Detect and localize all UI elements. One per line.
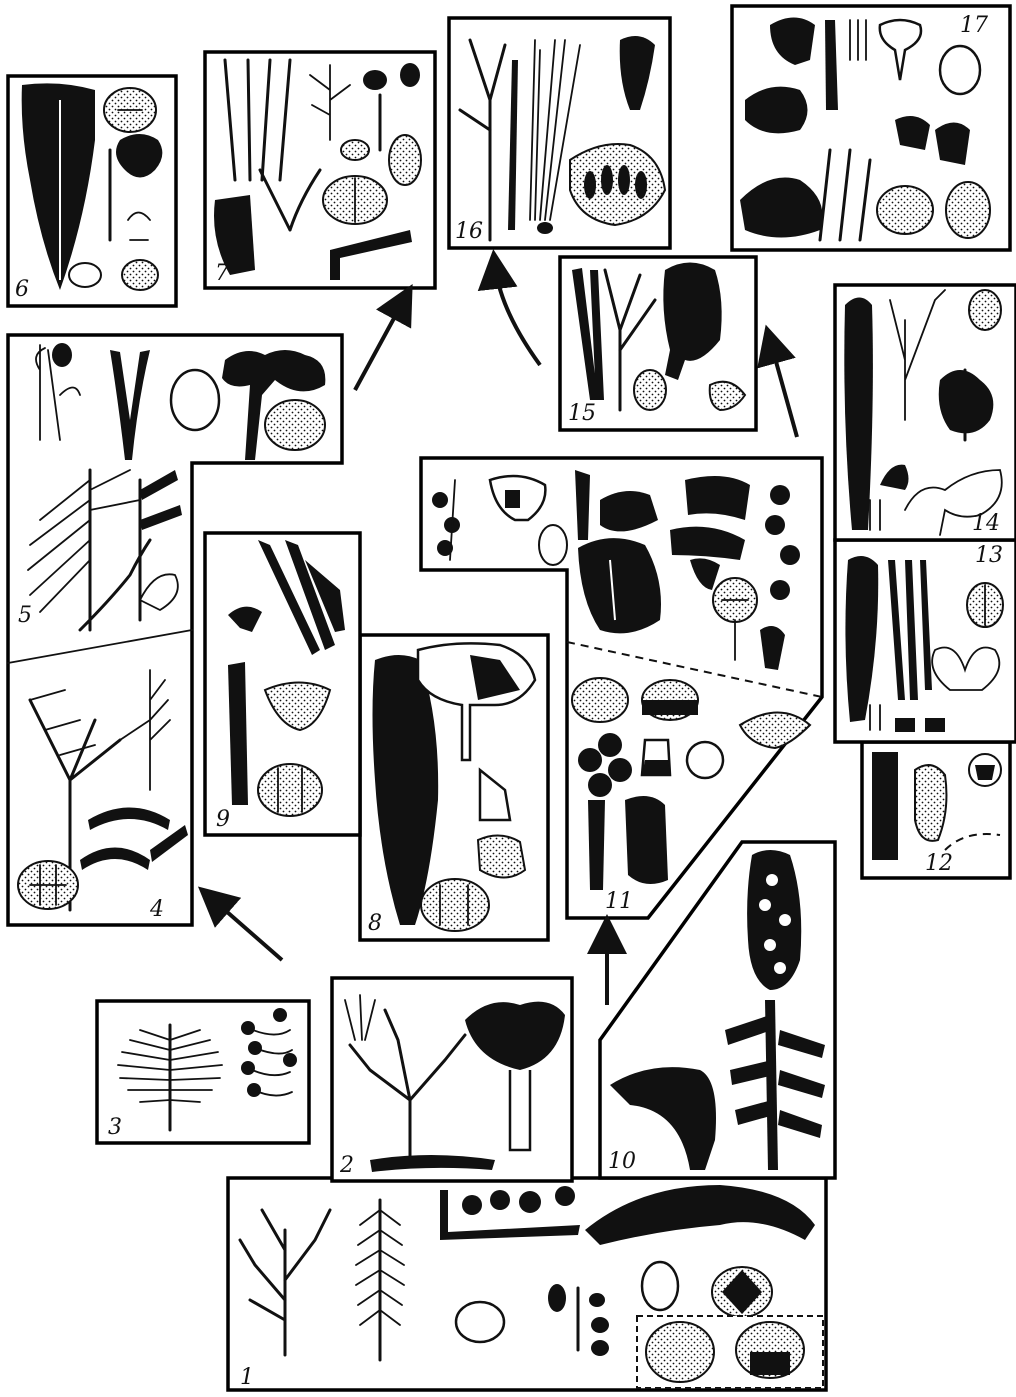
- panel-label: 8: [368, 911, 382, 936]
- arrow-3-to-4: [210, 897, 282, 960]
- panel-label: 4: [149, 897, 164, 922]
- panel-label: 17: [960, 13, 988, 38]
- panel-8: 8: [360, 635, 548, 940]
- panel-12: 12: [862, 742, 1010, 878]
- panel-3: 3: [97, 1001, 309, 1143]
- panel-label: 14: [972, 511, 1000, 536]
- panel-label: 1: [240, 1365, 254, 1390]
- panel-13: 13: [835, 540, 1016, 742]
- panel-label: 2: [339, 1153, 354, 1178]
- panel-1: 1: [228, 1178, 826, 1390]
- panel-label: 13: [975, 543, 1003, 568]
- panel-9: 9: [205, 533, 360, 835]
- panel-label: 7: [215, 261, 229, 286]
- panel-label: 15: [568, 401, 596, 426]
- panel-16: 16: [449, 18, 670, 248]
- panel-label: 16: [455, 219, 483, 244]
- panel-7: 7: [205, 52, 435, 288]
- panel-14: 14: [835, 285, 1016, 540]
- panel-label: 6: [15, 277, 29, 302]
- panel-label: 11: [605, 889, 633, 914]
- arrow-5-to-7: [355, 298, 405, 390]
- panel-label: 9: [216, 807, 230, 832]
- panel-label: 10: [608, 1149, 636, 1174]
- panel-17: 17: [732, 6, 1010, 250]
- arrow-15-to-16: [495, 265, 540, 365]
- panel-label: 12: [925, 851, 953, 876]
- panel-6: 6: [8, 76, 176, 306]
- panel-15: 15: [560, 257, 756, 430]
- panel-2: 2: [332, 978, 572, 1181]
- panel-label: 3: [108, 1115, 122, 1140]
- panel-label: 5: [18, 603, 32, 628]
- arrow-14-to-15: [770, 340, 797, 437]
